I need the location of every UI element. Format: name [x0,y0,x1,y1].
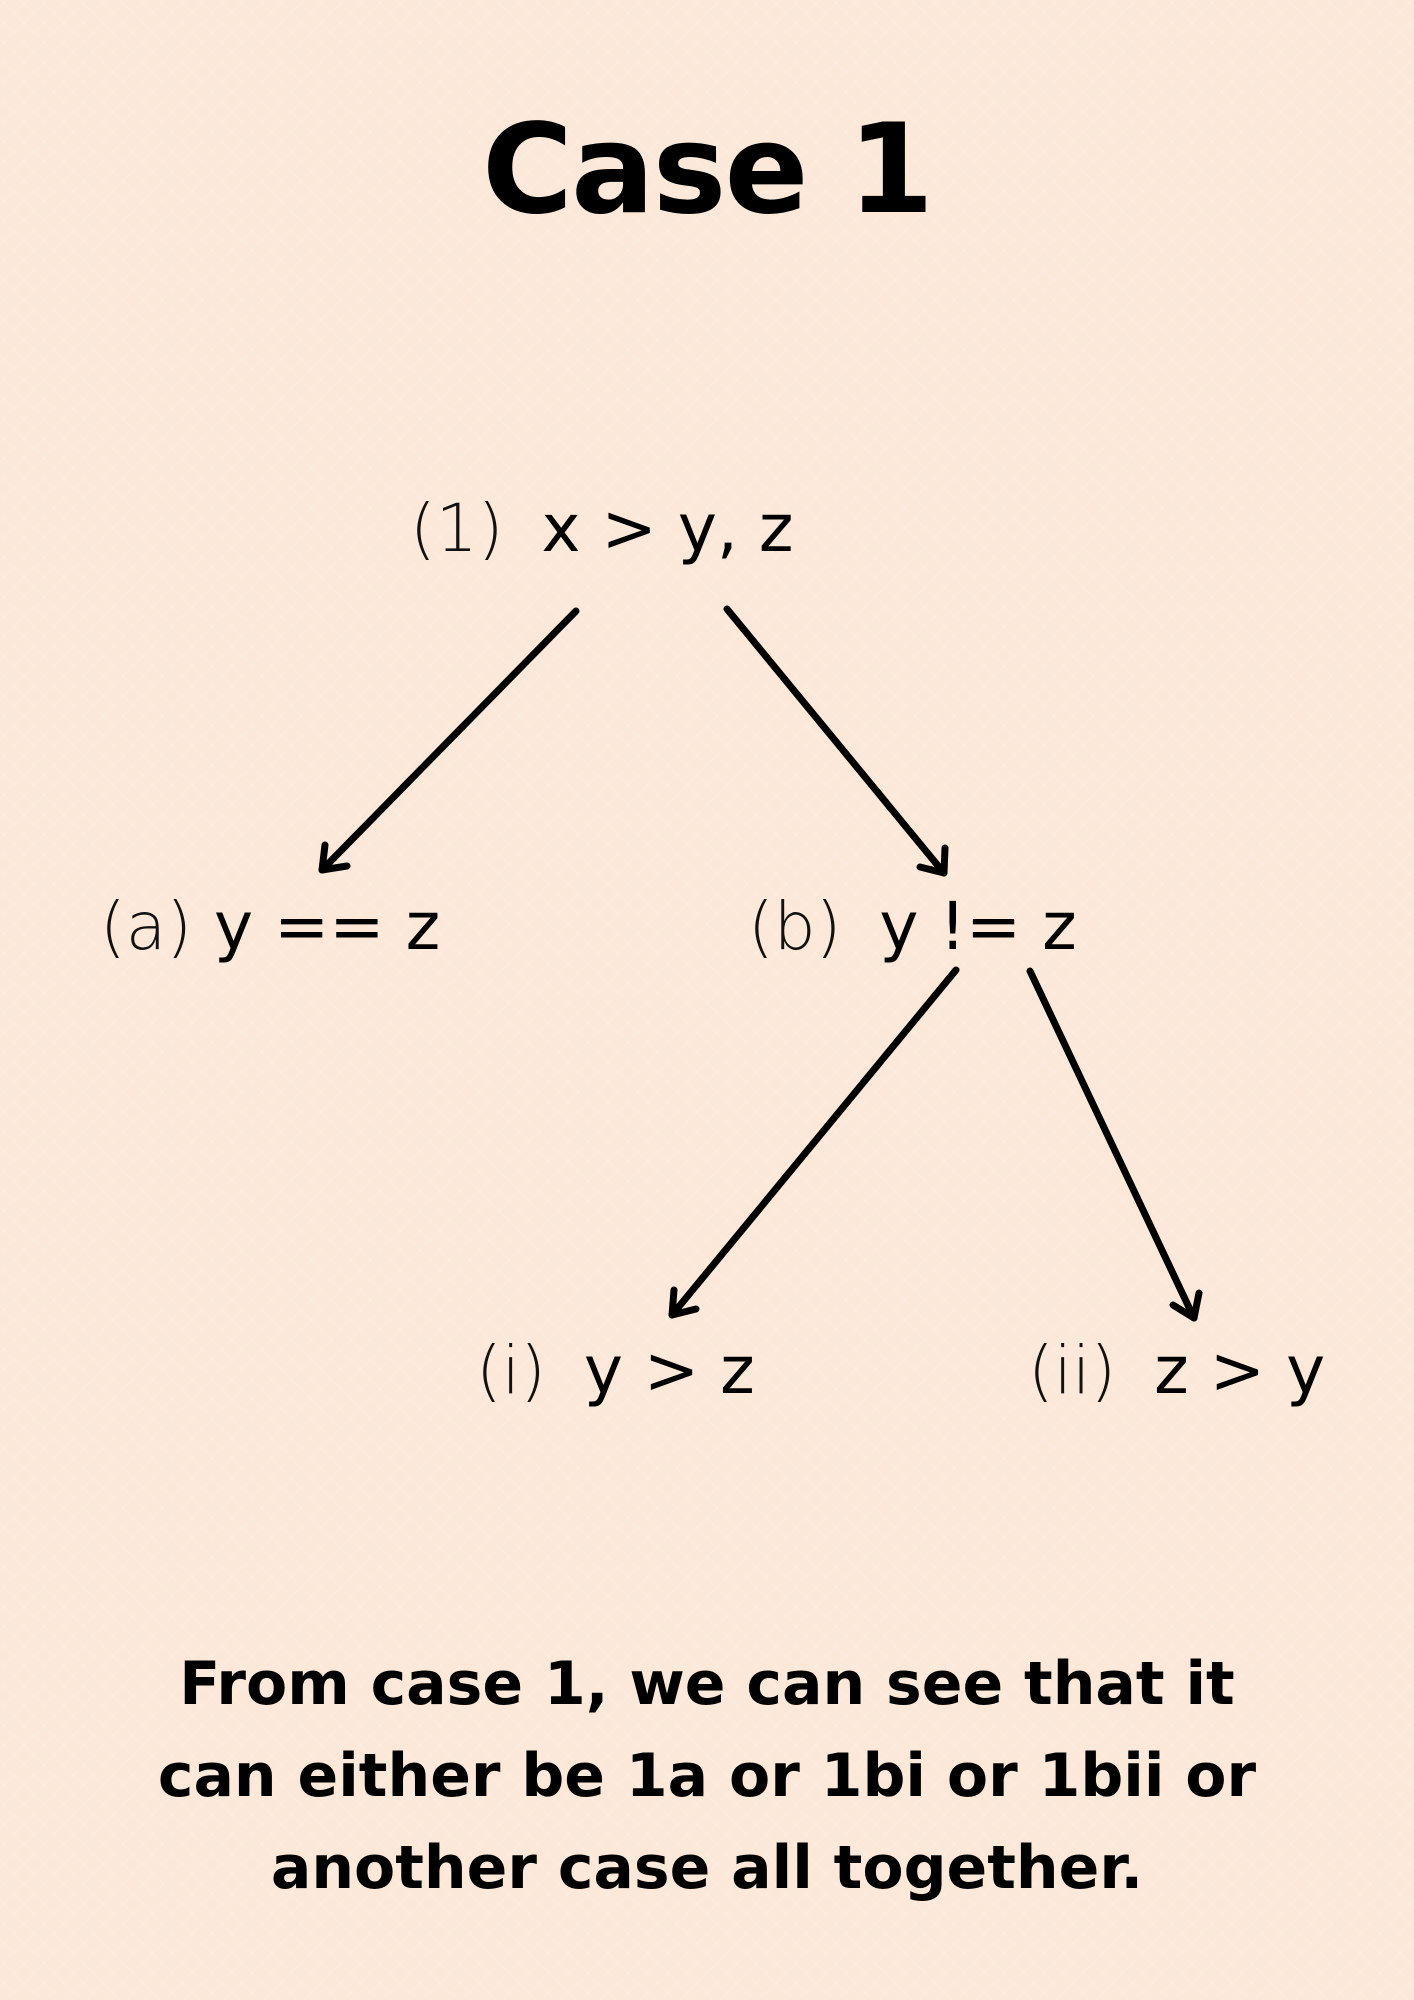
arrow-b-to-bi [668,966,960,1319]
node-root-label: (1) [410,490,504,567]
arrow-root-to-b [723,605,949,877]
arrow-b-to-bii [1026,967,1203,1322]
conclusion-text: From case 1, we can see that it can eith… [157,1649,1257,1903]
node-a-label: (a) [100,888,192,965]
node-bii-expr: z > y [1154,1332,1326,1409]
node-root: (1)x > y, z [410,496,793,562]
node-b-label: (b) [748,888,842,965]
arrow-root-to-a [318,607,580,874]
node-bii: (ii)z > y [1028,1338,1325,1404]
node-b-expr: y != z [879,888,1077,965]
page-title: Case 1 [481,98,934,242]
node-a: (a)y == z [100,894,440,960]
node-bii-label: (ii) [1028,1332,1117,1409]
node-root-expr: x > y, z [541,490,794,567]
node-a-expr: y == z [213,888,441,965]
node-bi: (i)y > z [476,1338,755,1404]
node-bi-expr: y > z [583,1332,755,1409]
node-b: (b)y != z [748,894,1077,960]
node-bi-label: (i) [476,1332,546,1409]
